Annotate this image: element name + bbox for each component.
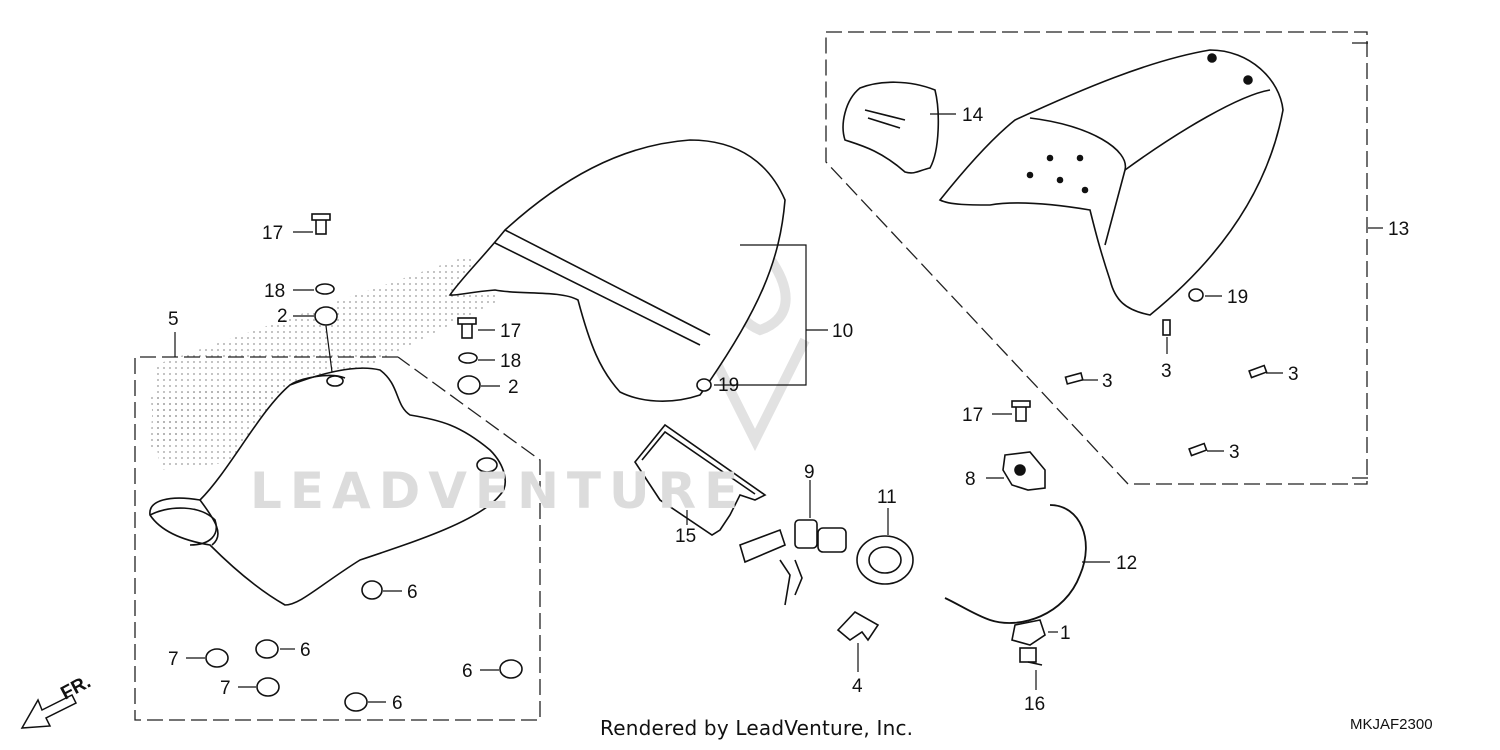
callout-15: 15: [675, 526, 696, 547]
rider-seat: [149, 367, 506, 606]
callout-8: 8: [965, 469, 976, 490]
seat-holder-wire: [634, 423, 767, 536]
callout-11: 11: [877, 487, 897, 508]
footer-credit: Rendered by LeadVenture, Inc.: [600, 716, 914, 740]
callout-1: 1: [1060, 623, 1071, 644]
callout-17: 17: [500, 321, 521, 342]
callout-6: 6: [300, 640, 311, 661]
callout-4: 4: [852, 676, 863, 697]
front-arrow-icon: [20, 693, 78, 729]
callout-19: 19: [718, 375, 739, 396]
callout-3: 3: [1161, 361, 1172, 382]
callout-12: 12: [1116, 553, 1137, 574]
callout-9: 9: [804, 462, 815, 483]
seat-cowl-cover: [842, 81, 940, 174]
callout-17: 17: [262, 223, 283, 244]
callout-3: 3: [1102, 371, 1113, 392]
watermark-text: LEADVENTURE: [250, 462, 747, 520]
clip: [836, 610, 880, 642]
callout-6: 6: [392, 693, 403, 714]
leader-lines: [174, 42, 1383, 703]
callout-7: 7: [168, 649, 179, 670]
callout-16: 16: [1024, 694, 1045, 715]
seat-lock: [1002, 451, 1046, 491]
callout-3: 3: [1288, 364, 1299, 385]
callout-3: 3: [1229, 442, 1240, 463]
passenger-seat: [448, 139, 786, 402]
callout-2: 2: [277, 306, 288, 327]
callout-18: 18: [500, 351, 521, 372]
bolt: [1019, 647, 1043, 666]
lock-cap: [856, 535, 914, 585]
callout-6: 6: [407, 582, 418, 603]
callout-14: 14: [962, 105, 984, 126]
callout-2: 2: [508, 377, 519, 398]
seat-cowl-group-box: [825, 31, 1368, 485]
cable-stay: [1011, 619, 1046, 646]
callout-17: 17: [962, 405, 983, 426]
callout-labels: 17 18 2 5 17 18 2 19 10 14 13 19 3 3 3 3…: [168, 105, 1409, 715]
callout-19: 19: [1227, 287, 1248, 308]
callout-13: 13: [1388, 219, 1409, 240]
seat-cowl: [938, 49, 1284, 316]
release-cable: [944, 504, 1087, 624]
callout-5: 5: [168, 309, 179, 330]
callout-10: 10: [832, 321, 853, 342]
key-set: [739, 519, 847, 606]
rider-seat-group-box: [134, 356, 541, 721]
diagram-code: MKJAF2300: [1350, 716, 1433, 733]
callout-7: 7: [220, 678, 231, 699]
callout-6: 6: [462, 661, 473, 682]
callout-18: 18: [264, 281, 285, 302]
fasteners: [205, 213, 1268, 712]
